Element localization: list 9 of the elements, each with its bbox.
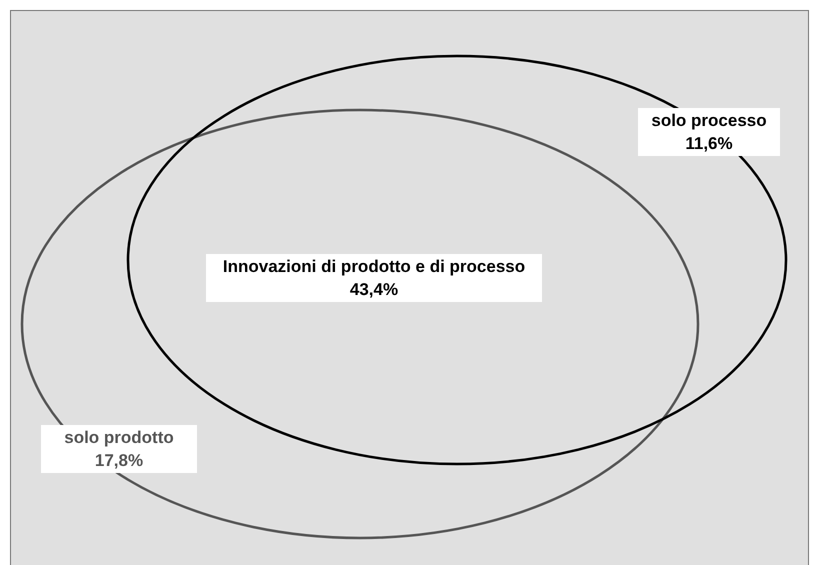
percentage-label: 43,4% <box>348 279 400 301</box>
label-box <box>638 108 780 156</box>
region-label: Innovazioni di prodotto e di processo <box>222 256 526 278</box>
label-box <box>206 254 542 302</box>
percentage-label: 17,8% <box>94 450 144 472</box>
label-box <box>41 425 197 473</box>
region-label: solo processo <box>650 110 768 132</box>
percentage-label: 11,6% <box>684 133 734 155</box>
region-label: solo prodotto <box>63 427 175 449</box>
